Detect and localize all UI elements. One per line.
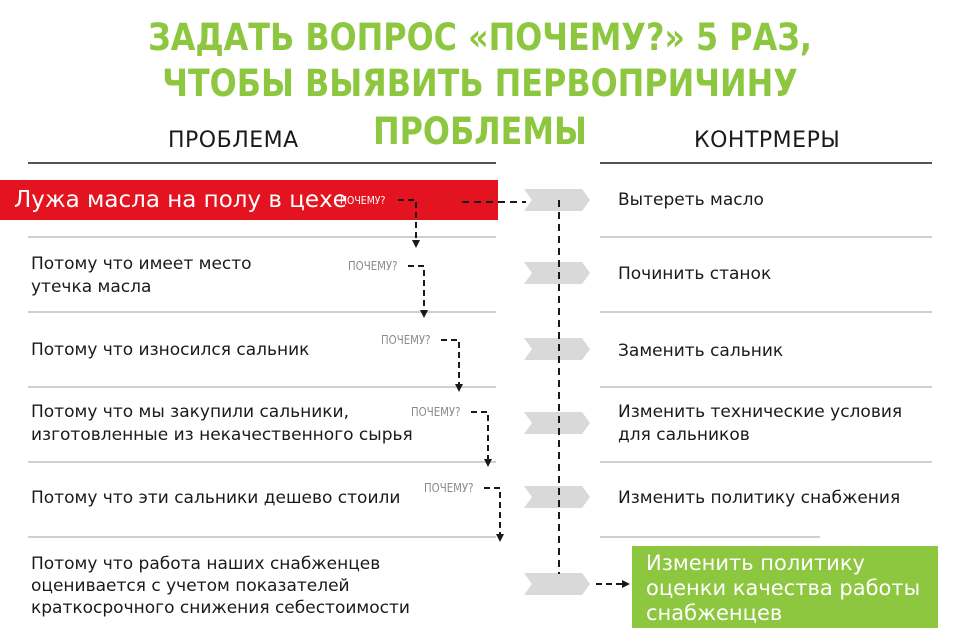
why-label: ПОЧЕМУ? <box>424 481 474 495</box>
cause-3-line-1: Потому что мы закупили сальники, <box>31 402 349 422</box>
why-arrow <box>441 339 463 392</box>
cause-2-line-1: Потому что износился сальник <box>31 340 310 360</box>
why-label: ПОЧЕМУ? <box>348 259 398 273</box>
problem-row-divider <box>28 386 496 388</box>
title-line-1: ЗАДАТЬ ВОПРОС «ПОЧЕМУ?» 5 РАЗ, <box>148 16 812 59</box>
why-arrow <box>484 487 504 542</box>
final-countermeasure-line-2: оценки качества работы <box>646 576 921 600</box>
chevron-arrow <box>524 338 590 360</box>
why-label: ПОЧЕМУ? <box>411 405 461 419</box>
countermeasure-1: Починить станок <box>618 264 772 284</box>
cause-5-line-3: краткосрочного снижения себестоимости <box>31 598 410 618</box>
why-label: ПОЧЕМУ? <box>340 194 386 207</box>
final-countermeasure-box <box>632 546 938 628</box>
cause-1-line-2: утечка масла <box>31 277 152 297</box>
problem-column-header: ПРОБЛЕМА <box>168 128 299 153</box>
chevron-arrow <box>524 412 590 434</box>
countermeasure-2: Заменить сальник <box>618 341 784 361</box>
countermeasure-row-divider <box>600 461 932 463</box>
problem-row-divider <box>28 461 496 463</box>
why-label: ПОЧЕМУ? <box>381 333 431 347</box>
cause-4-line-1: Потому что эти сальники дешево стоили <box>31 488 401 508</box>
cause-1-line-1: Потому что имеет место <box>31 254 252 274</box>
why-arrow <box>398 199 420 248</box>
countermeasure-row-divider <box>600 386 932 388</box>
countermeasures-header-rule <box>600 162 932 164</box>
problem-row-divider <box>28 236 496 238</box>
countermeasure-row-divider <box>600 536 820 538</box>
final-countermeasure-line-3: снабженцев <box>646 601 783 625</box>
chevron-arrow <box>524 573 590 595</box>
countermeasures-column-header: КОНТРМЕРЫ <box>694 128 841 153</box>
cause-3-line-2: изготовленные из некачественного сырья <box>31 425 413 445</box>
why-arrow <box>471 411 492 467</box>
countermeasure-row-divider <box>600 311 932 313</box>
problem-row-divider <box>28 311 496 313</box>
problem-row-divider <box>28 536 496 538</box>
final-countermeasure-line-1: Изменить политику <box>646 551 865 575</box>
chevron-arrow <box>524 262 590 284</box>
countermeasure-3-line-2: для сальников <box>618 425 750 445</box>
why-arrow <box>408 265 428 318</box>
chevron-arrow <box>524 486 590 508</box>
countermeasure-row-divider <box>600 236 932 238</box>
countermeasure-3-line-1: Изменить технические условия <box>618 402 903 422</box>
countermeasure-0: Вытереть масло <box>618 190 764 210</box>
title-line-2: ЧТОБЫ ВЫЯВИТЬ ПЕРВОПРИЧИНУ ПРОБЛЕМЫ <box>162 62 798 153</box>
countermeasure-4: Изменить политику снабжения <box>618 488 901 508</box>
cause-5-line-2: оценивается с учетом показателей <box>31 576 350 596</box>
chevron-arrow <box>524 189 590 211</box>
problem-text: Лужа масла на полу в цехе <box>14 187 347 213</box>
problem-header-rule <box>28 162 496 164</box>
cause-5-line-1: Потому что работа наших снабженцев <box>31 554 381 574</box>
